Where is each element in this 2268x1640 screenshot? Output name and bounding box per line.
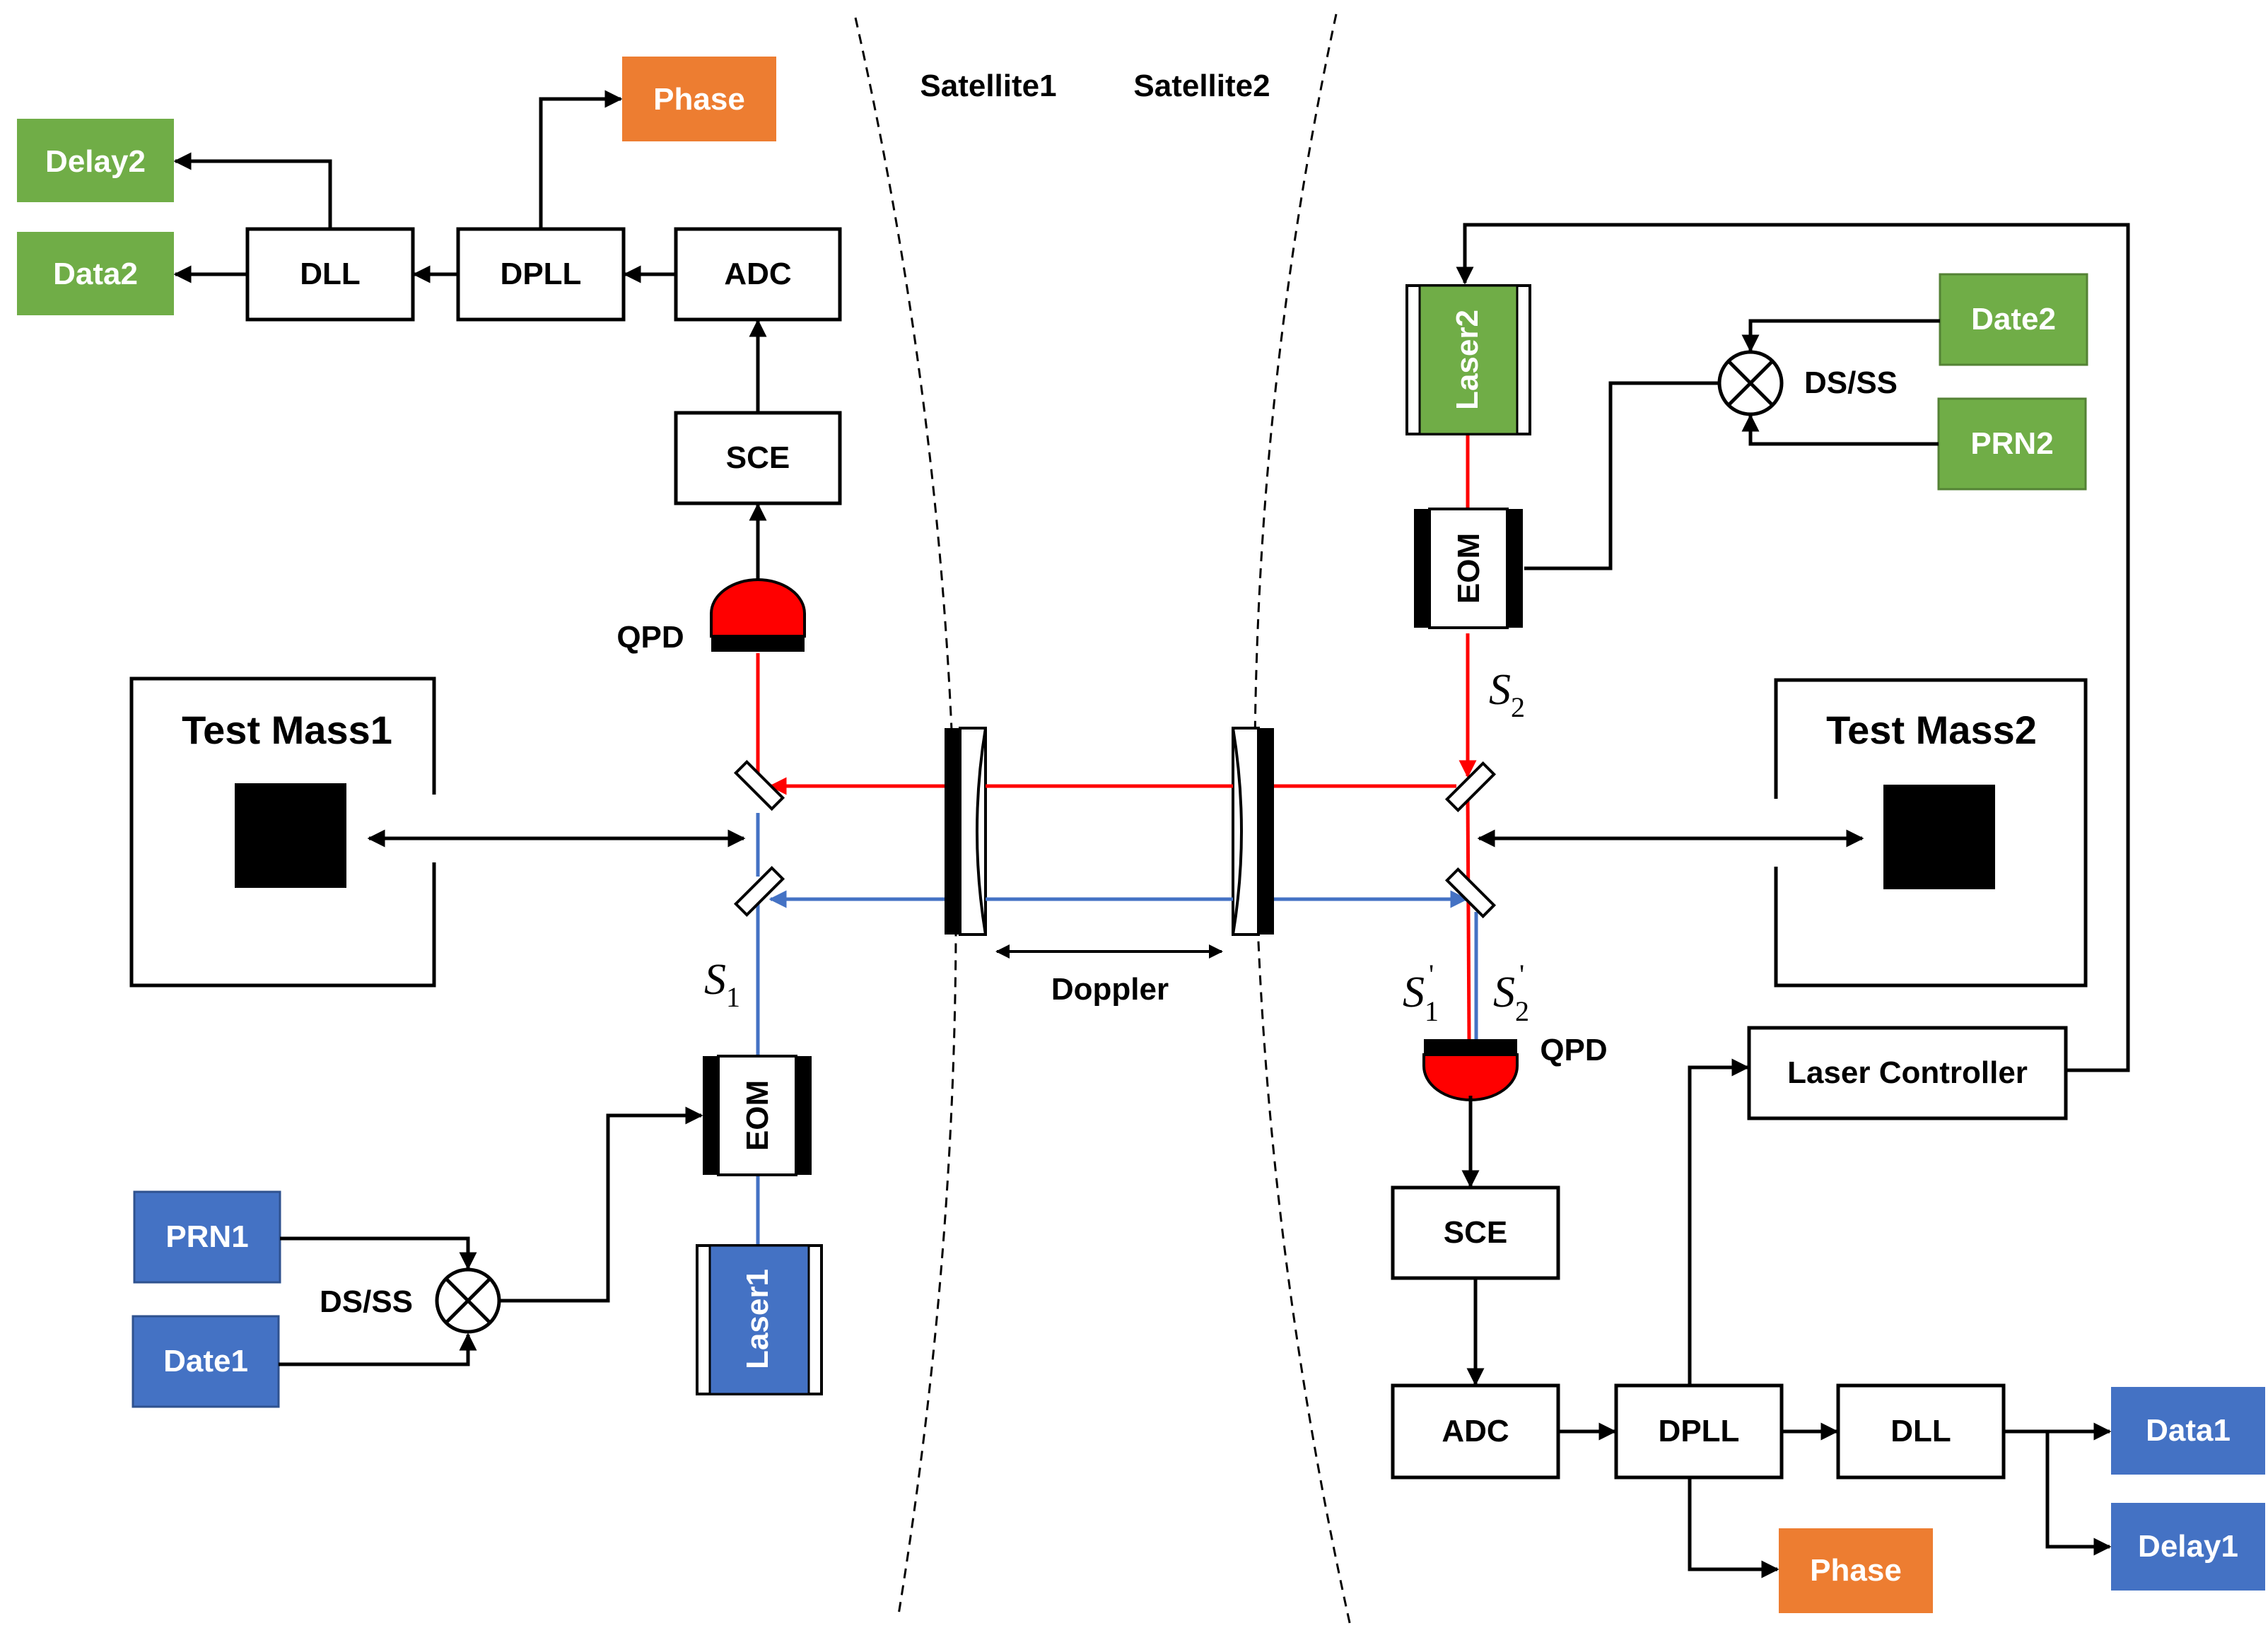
qpd-left-photodetector-icon <box>710 578 806 652</box>
dll-box-right <box>1836 1383 2006 1480</box>
dsss-label-right: DS/SS <box>1804 365 1898 400</box>
test-mass2-housing <box>1774 678 2088 988</box>
splitter-right-lower-beam-splitter-icon <box>1444 867 1497 919</box>
phase-box-right <box>1779 1528 1933 1613</box>
test-mass2-block <box>1883 785 1995 889</box>
s2-prime-label: S2' <box>1493 959 1529 1027</box>
test-mass1-label: Test Mass1 <box>182 708 392 752</box>
arrow-dll-delay2 <box>173 152 332 229</box>
dll-label-left: DLL <box>300 257 361 291</box>
phase-box-left <box>622 57 776 141</box>
dpll-label-left: DPLL <box>501 257 582 291</box>
test-mass2-label: Test Mass2 <box>1826 708 2037 752</box>
sce-label-left: SCE <box>726 440 790 475</box>
sce-label-right: SCE <box>1444 1215 1507 1250</box>
arrow-dpll-controller <box>1688 1058 1750 1386</box>
eom-label-right: EOM <box>1451 533 1486 604</box>
line-mixer-eom-right <box>1524 381 1719 570</box>
doppler-label: Doppler <box>1051 972 1169 1007</box>
mixer-right-multiplier-icon <box>1717 350 1784 416</box>
data1-box <box>2111 1387 2265 1475</box>
delay1-label: Delay1 <box>2138 1529 2238 1564</box>
arrow-prn1-mixer <box>280 1236 477 1270</box>
arrow-date2-mixer <box>1741 319 1940 353</box>
dpll-box-right <box>1614 1383 1784 1480</box>
qpd-label-right: QPD <box>1540 1033 1607 1067</box>
laser1 <box>696 1244 823 1395</box>
arrow-prn2-mixer <box>1741 414 1939 446</box>
laser2 <box>1405 284 1531 435</box>
splitter-left-lower-beam-splitter-icon <box>733 865 785 918</box>
qpd-right-photodetector-icon <box>1422 1039 1519 1101</box>
dpll-label-right: DPLL <box>1659 1414 1740 1448</box>
arrow-controller-laser2 <box>1456 223 2130 1072</box>
satellite2-label: Satellite2 <box>1133 69 1270 103</box>
arrow-dpll-phase-left <box>539 90 623 229</box>
mixer-left-multiplier-icon <box>435 1267 501 1334</box>
dsss-label-left: DS/SS <box>320 1284 413 1319</box>
satellite1-boundary <box>854 17 957 1620</box>
date1-label: Date1 <box>163 1344 248 1378</box>
dpll-box-left <box>456 227 626 322</box>
prn2-label: PRN2 <box>1970 426 2053 461</box>
arrow-mixer-eom-left <box>499 1106 703 1303</box>
arrow-dll-delay1 <box>2045 1431 2112 1556</box>
dll-label-right: DLL <box>1890 1414 1951 1448</box>
telescope-right-telescope-lens-icon <box>1232 727 1274 936</box>
eom-left <box>703 1055 812 1176</box>
laser1-label: Laser1 <box>740 1269 775 1369</box>
test-mass1-block <box>235 783 346 888</box>
arrow-date1-mixer <box>279 1332 477 1366</box>
data1-label: Data1 <box>2146 1413 2231 1448</box>
eom-label-left: EOM <box>740 1080 775 1151</box>
red-beam-right-down <box>1466 794 1471 1040</box>
date2-label: Date2 <box>1971 302 2056 336</box>
splitter-left-upper-beam-splitter-icon <box>733 759 785 812</box>
eom-right <box>1414 508 1523 629</box>
laser-controller-label: Laser Controller <box>1787 1055 2028 1090</box>
prn1-box <box>133 1190 281 1284</box>
delay1-box <box>2111 1503 2265 1591</box>
s1-prime-label: S1' <box>1403 959 1439 1027</box>
laser2-label: Laser2 <box>1450 310 1485 410</box>
satellite1-label: Satellite1 <box>920 69 1056 103</box>
splitter-right-upper-beam-splitter-icon <box>1444 761 1497 813</box>
data2-box <box>17 232 174 315</box>
s2-label: S2 <box>1489 666 1525 723</box>
qpd-label-left: QPD <box>616 620 684 655</box>
phase-label-right: Phase <box>1810 1553 1902 1588</box>
sce-box-right <box>1391 1185 1560 1280</box>
prn1-label: PRN1 <box>165 1219 248 1254</box>
s1-label: S1 <box>704 956 740 1013</box>
telescope-left-telescope-lens-icon <box>945 727 987 936</box>
arrow-dpll-phase-right <box>1688 1477 1779 1578</box>
data2-label: Data2 <box>53 257 138 291</box>
phase-label-left: Phase <box>653 82 745 117</box>
laser-controller-box <box>1747 1026 2068 1120</box>
adc-label-right: ADC <box>1442 1414 1509 1448</box>
prn2-box <box>1937 397 2087 491</box>
delay2-label: Delay2 <box>45 144 146 179</box>
date1-box <box>131 1315 280 1408</box>
dll-box-left <box>245 227 415 322</box>
adc-label-left: ADC <box>724 257 791 291</box>
test-mass1-housing <box>129 676 436 988</box>
delay2-box <box>17 119 174 202</box>
